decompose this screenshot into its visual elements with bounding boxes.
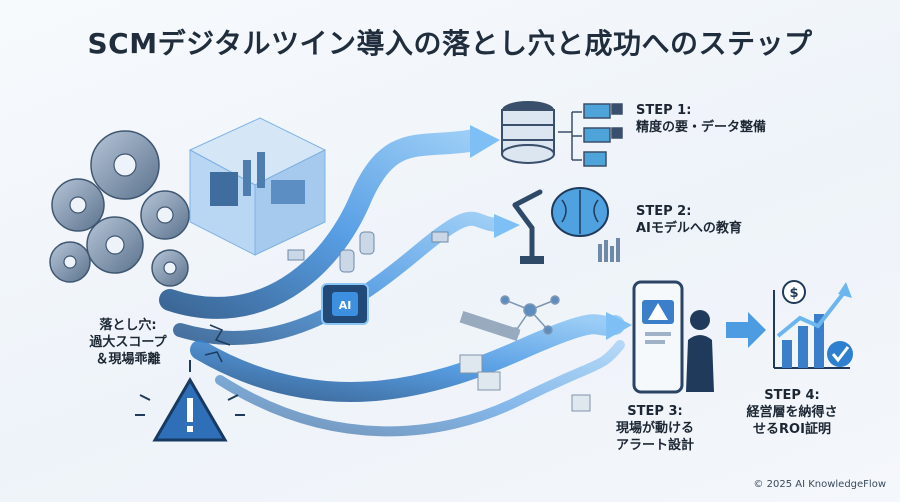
right-arrow-icon [726,312,766,348]
brain-icon [551,187,609,237]
person-icon [686,310,714,392]
step4-label: STEP 4: 経営層を納得さ せるROI証明 [740,388,844,439]
step2-text: AIモデルへの教育 [636,220,742,236]
database-icon [501,101,555,164]
step3-title: STEP 3: [627,404,683,419]
step1-label: STEP 1: 精度の要・データ整備 [636,103,766,137]
copyright: © 2025 AI KnowledgeFlow [753,479,886,490]
step1-text: 精度の要・データ整備 [636,119,767,135]
flow-arrows [159,129,625,437]
step4-text: 経営層を納得さ [746,404,838,420]
step3-text2: アラート設計 [615,437,694,453]
factory-icon [188,117,327,256]
data-tree-icon [558,103,623,167]
pitfall-line1: 落とし穴: [99,318,157,333]
warning-icon [152,377,228,442]
pitfall-line2: 過大スコープ [89,334,167,350]
ai-chip-icon: AI [321,283,369,325]
dollar-icon: $ [782,280,806,304]
broken-path-icon [204,324,231,363]
step4-title: STEP 4: [764,388,820,403]
page-title: SCMデジタルツイン導入の落とし穴と成功へのステップ [87,27,813,60]
svg-text:$: $ [789,286,798,301]
bar-blocks-icon [598,238,620,262]
warning-rays [135,360,245,416]
robot-arm-icon [512,189,544,264]
conveyor-icon [459,311,591,412]
roi-chart-icon [773,282,852,369]
ai-chip-label: AI [339,299,352,312]
arrow-heads [470,125,632,340]
step4-text2: せるROI証明 [753,421,831,437]
step2-title: STEP 2: [636,204,692,219]
pitfall-line3: ＆現場乖離 [95,351,161,367]
step3-label: STEP 3: 現場が動ける アラート設計 [592,404,718,455]
step3-text: 現場が動ける [615,420,694,436]
check-icon [827,341,853,367]
small-database-icons [287,231,449,273]
phone-alert-icon [632,280,684,394]
step2-label: STEP 2: AIモデルへの教育 [636,204,742,238]
step1-title: STEP 1: [636,103,692,118]
pitfall-label: 落とし穴: 過大スコープ ＆現場乖離 [68,318,188,369]
